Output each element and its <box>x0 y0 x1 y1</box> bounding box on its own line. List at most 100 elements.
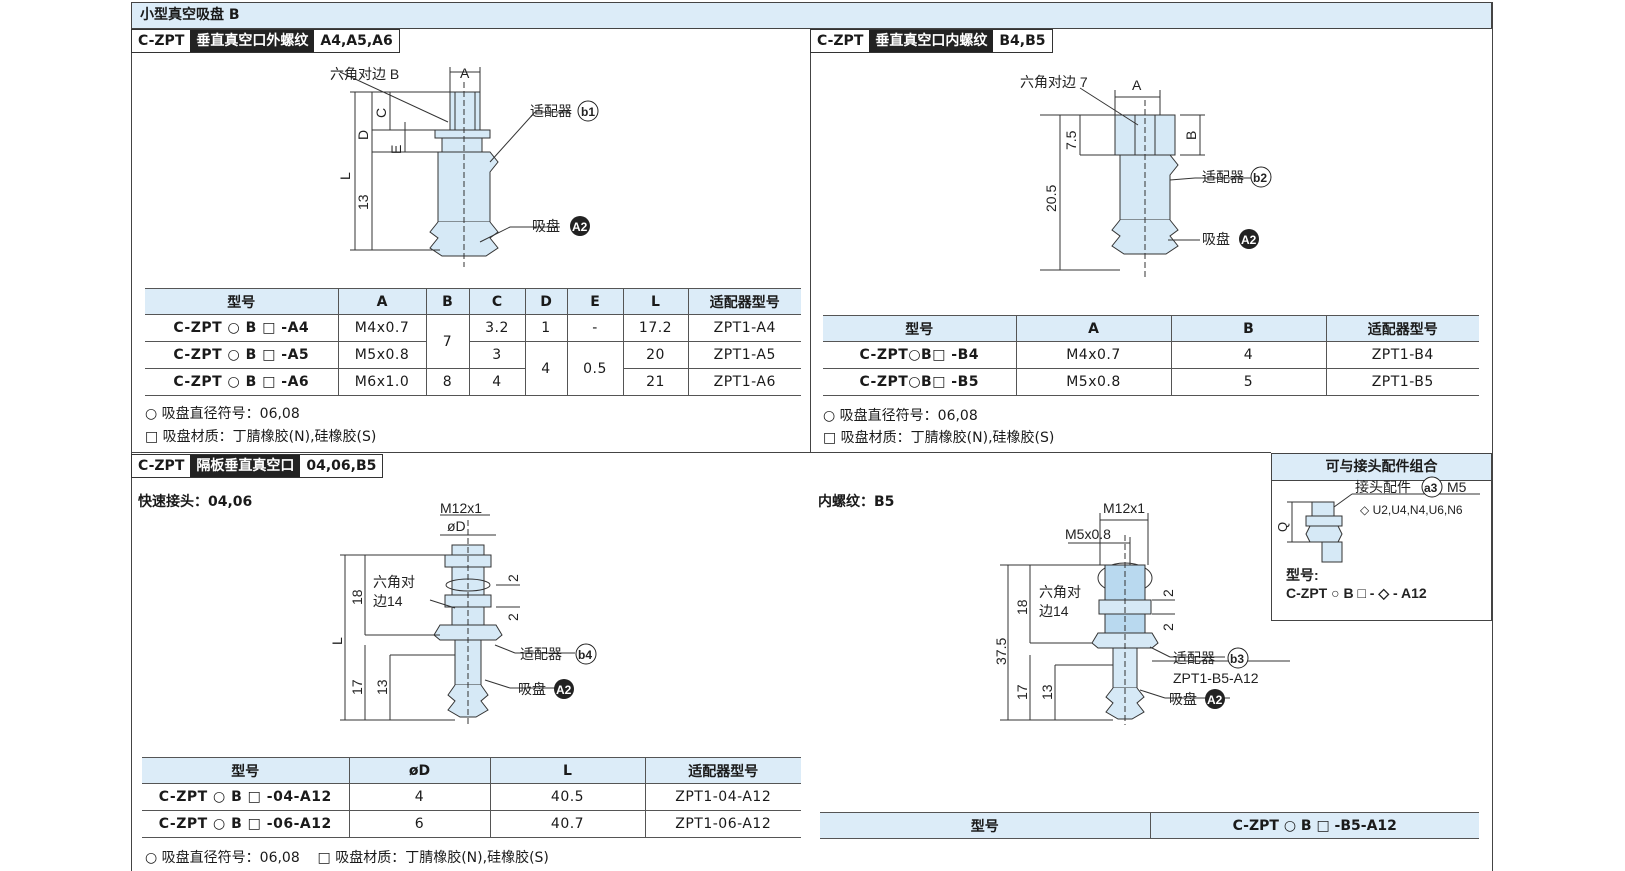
dim-2: 2 <box>505 574 521 582</box>
cell-adapter: ZPT1-A5 <box>687 341 801 369</box>
subtitle-female-thread: 内螺纹：B5 <box>818 494 895 510</box>
cell-L: 40.7 <box>489 810 645 838</box>
col-adapter: 适配器型号 <box>1325 315 1479 342</box>
cell-model: C-ZPT○B□ -B4 <box>823 341 1016 369</box>
cell-model: C-ZPT ○ B □ -06-A12 <box>142 810 349 838</box>
model-value: C-ZPT ○ B □ -B5-A12 <box>1149 812 1479 839</box>
fitting-thread: M5 <box>1447 479 1467 495</box>
cell-A: M4x0.7 <box>1015 341 1171 369</box>
cell-L: 21 <box>622 368 688 396</box>
adapter-badge: b1 <box>581 105 595 119</box>
cell-adapter: ZPT1-B4 <box>1325 341 1479 369</box>
dim-37.5: 37.5 <box>993 638 1009 665</box>
dim-C: C <box>373 108 389 118</box>
section1-table: 型号 A B C D E L 适配器型号 C-ZPT ○ B □ -A4 M4x… <box>145 288 801 396</box>
series-type: 垂直真空口内螺纹 <box>869 30 994 52</box>
thread-label: M12x1 <box>440 500 482 516</box>
section3-table: 型号 øD L 适配器型号 C-ZPT ○ B □ -04-A12 4 40.5… <box>142 757 801 838</box>
col-A: A <box>337 288 426 315</box>
cell-model: C-ZPT ○ B □ -A6 <box>145 368 338 396</box>
cell-L: 40.5 <box>489 783 645 811</box>
fitting-drawing: Q 接头配件 a3 M5 ◇ U2,U4,N4,U6,N6 型号: C-ZPT … <box>1275 476 1480 601</box>
page-title: 小型真空吸盘 B <box>131 2 1492 29</box>
table-header-row: 型号 C-ZPT ○ B □ -B5-A12 <box>820 812 1479 839</box>
dim-2: 2 <box>1160 623 1176 631</box>
cell-C: 3.2 <box>468 314 525 342</box>
col-model: 型号 <box>142 757 349 784</box>
series-code: C-ZPT <box>138 458 185 474</box>
divider-middle <box>131 452 1271 453</box>
dim-17: 17 <box>349 679 365 695</box>
section2-table: 型号 A B 适配器型号 C-ZPT○B□ -B4 M4x0.7 4 ZPT1-… <box>823 315 1479 396</box>
hex-label-2: 边14 <box>373 593 403 609</box>
cell-B: 5 <box>1170 368 1326 396</box>
dim-A: A <box>1132 77 1142 93</box>
dim-A: A <box>460 65 470 81</box>
dim-13: 13 <box>374 679 390 695</box>
pad-badge: A2 <box>1207 693 1223 707</box>
table-row: C-ZPT ○ B □ -A5 M5x0.8 3 4 0.5 20 ZPT1-A… <box>145 341 801 396</box>
adapter-label: 适配器 <box>520 646 562 662</box>
section2-drawing: 六角对边 7 A B 7.5 20.5 适配器 b2 吸盘 A2 <box>1020 74 1272 278</box>
section3-tag: C-ZPT 隔板垂直真空口 04,06,B5 <box>131 454 384 478</box>
dim-18: 18 <box>349 589 365 605</box>
note-diameter: ○ 吸盘直径符号：06,08 <box>145 406 300 422</box>
table-row: C-ZPT○B□ -B4 M4x0.7 4 ZPT1-B4 <box>823 341 1479 369</box>
cell-C: 3 <box>468 341 525 369</box>
adapter-model: ZPT1-B5-A12 <box>1173 670 1259 686</box>
cell-D: 1 <box>524 314 567 342</box>
inner-thread-label: M5x0.8 <box>1065 526 1111 542</box>
cell-model: C-ZPT ○ B □ -A4 <box>145 314 338 342</box>
pad-label: 吸盘 <box>532 218 560 234</box>
dim-Q: Q <box>1275 522 1290 532</box>
adapter-badge: b4 <box>578 648 592 662</box>
section3-right-drawing: M12x1 M5x0.8 六角对 边14 18 37.5 17 13 2 2 适… <box>993 500 1290 725</box>
pad-badge: A2 <box>1241 233 1257 247</box>
combo-model-label: 型号: <box>1286 567 1319 583</box>
cell-adapter: ZPT1-A6 <box>687 368 801 396</box>
series-variants: B4,B5 <box>999 33 1046 49</box>
section1-drawing: 六角对边 B A C D E L 13 适配器 b1 吸盘 A2 <box>330 65 599 267</box>
col-model: 型号 <box>823 315 1016 342</box>
pad-badge: A2 <box>572 220 588 234</box>
dim-2: 2 <box>1160 589 1176 597</box>
cell-E: 0.5 <box>566 341 623 396</box>
series-code: C-ZPT <box>817 33 864 49</box>
fitting-options: ◇ U2,U4,N4,U6,N6 <box>1360 503 1463 517</box>
cell-C: 4 <box>468 368 525 396</box>
series-type: 垂直真空口外螺纹 <box>190 30 315 52</box>
note-material: □ 吸盘材质：丁腈橡胶(N),硅橡胶(S) <box>145 429 377 445</box>
combo-model: C-ZPT ○ B □ - ◇ - A12 <box>1286 585 1427 601</box>
dim-D: D <box>355 130 371 140</box>
dim-phiD: øD <box>447 518 466 534</box>
table-header-row: 型号 A B C D E L 适配器型号 <box>145 288 801 315</box>
col-adapter: 适配器型号 <box>687 288 801 315</box>
hex-label-2: 边14 <box>1039 603 1069 619</box>
col-E: E <box>566 288 623 315</box>
col-L: L <box>622 288 688 315</box>
dim-B: B <box>1183 131 1199 140</box>
dim-L: L <box>329 637 345 645</box>
dim-2: 2 <box>505 613 521 621</box>
cell-model: C-ZPT ○ B □ -04-A12 <box>142 783 349 811</box>
cell-B: 8 <box>425 368 469 396</box>
series-type: 隔板垂直真空口 <box>190 455 301 477</box>
series-variants: 04,06,B5 <box>306 458 377 474</box>
dim-20.5: 20.5 <box>1043 185 1059 212</box>
cell-adapter: ZPT1-B5 <box>1325 368 1479 396</box>
cell-L: 20 <box>622 341 688 369</box>
col-B: B <box>425 288 469 315</box>
adapter-label: 适配器 <box>1202 169 1244 185</box>
cell-D: 4 <box>524 341 567 396</box>
pad-label: 吸盘 <box>1169 691 1197 707</box>
cell-A: M4x0.7 <box>337 314 426 342</box>
combo-header: 可与接头配件组合 <box>1272 454 1491 481</box>
dim-13: 13 <box>355 194 371 210</box>
dim-13: 13 <box>1039 684 1055 700</box>
cell-model: C-ZPT ○ B □ -A5 <box>145 341 338 369</box>
pad-label: 吸盘 <box>1202 231 1230 247</box>
hex-label: 六角对边 7 <box>1020 74 1088 90</box>
cell-A: M6x1.0 <box>337 368 426 396</box>
note-diameter: ○ 吸盘直径符号：06,08 <box>823 408 978 424</box>
thread-label: M12x1 <box>1103 500 1145 516</box>
